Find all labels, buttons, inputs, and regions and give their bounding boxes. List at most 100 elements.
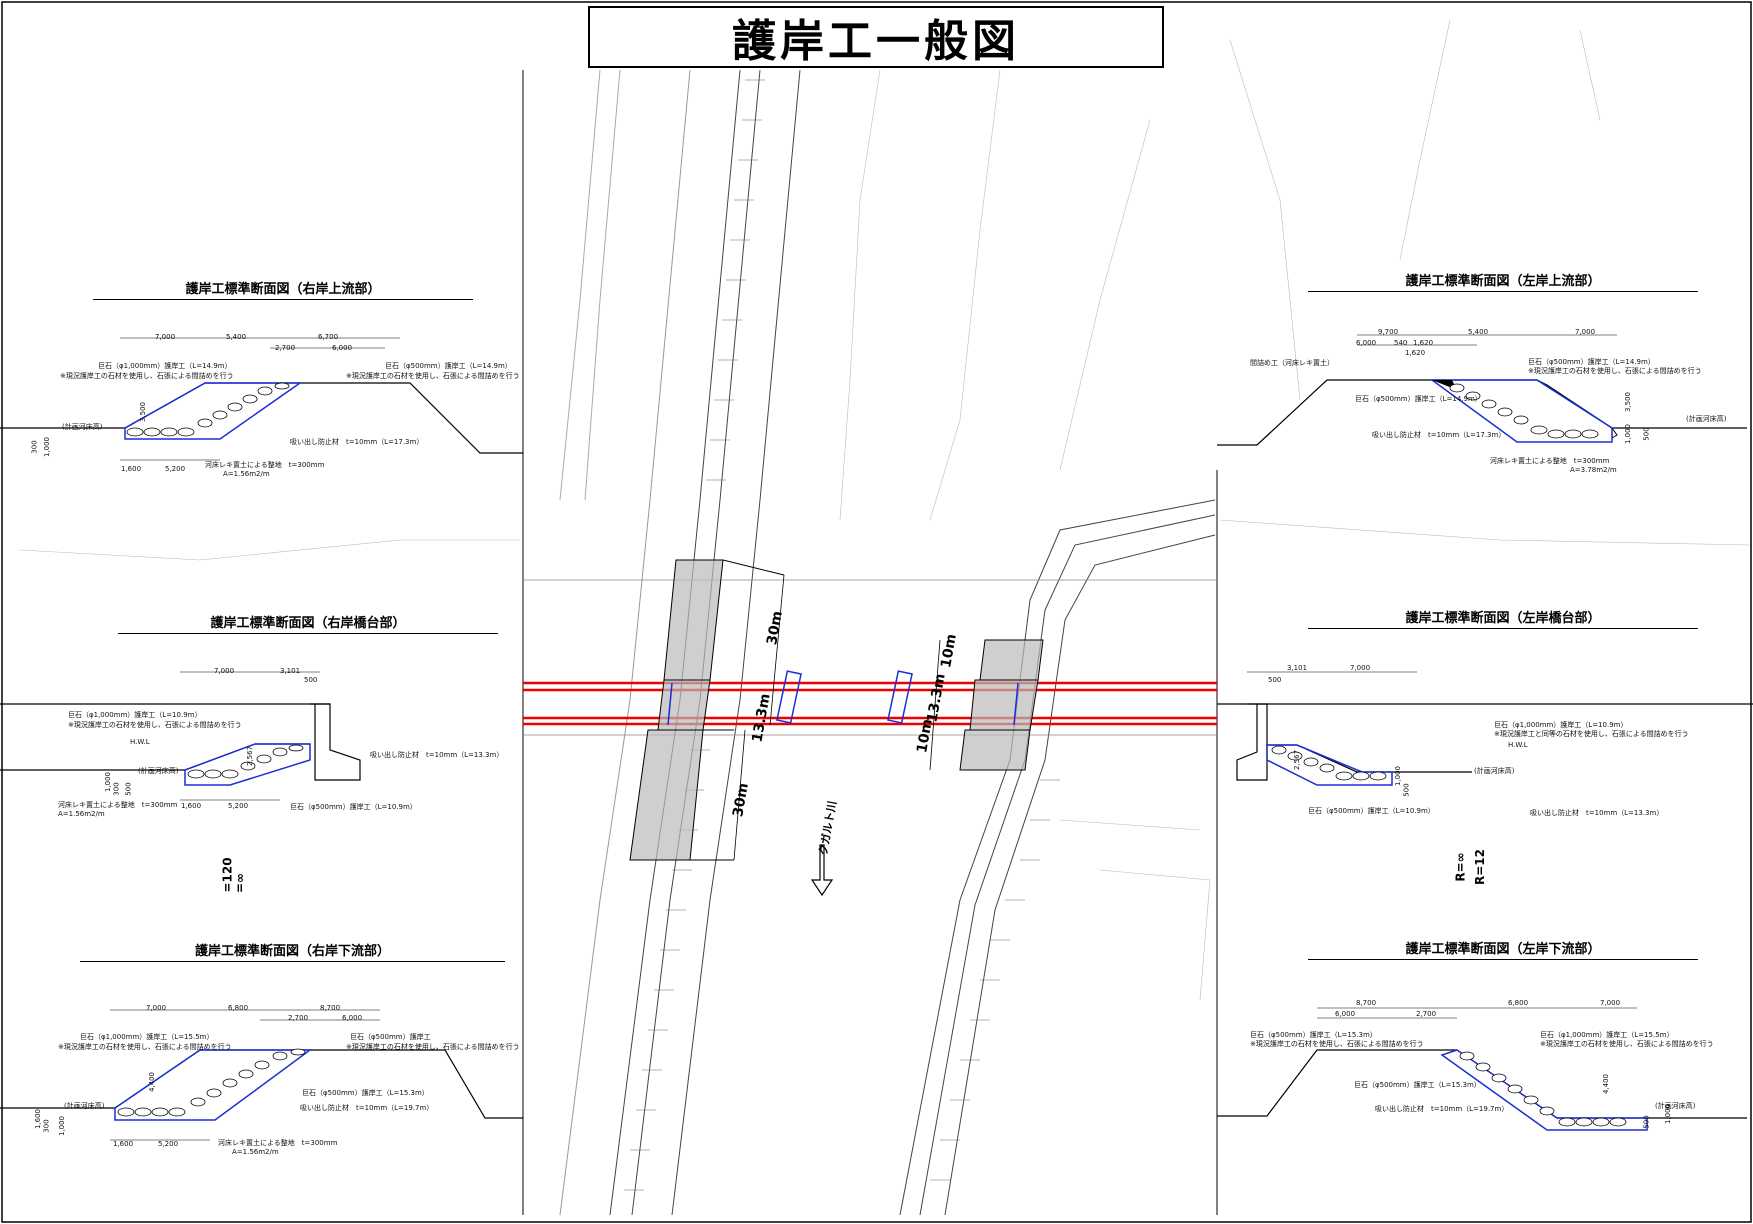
note: 巨石（φ500mm）護岸工	[350, 1033, 431, 1041]
dim: 6,700	[318, 333, 339, 341]
dim: 1,000	[43, 436, 52, 458]
dim: 6,000	[1335, 1010, 1356, 1018]
dim: 500	[124, 782, 133, 796]
dim: 5,200	[158, 1140, 179, 1148]
bridge-road	[523, 579, 1217, 736]
dim: 7,000	[155, 333, 176, 341]
note: H.W.L	[130, 738, 150, 746]
dim: 500	[1402, 783, 1411, 797]
section-right-upstream	[0, 337, 523, 461]
radius-label-2: R=12	[1473, 849, 1487, 885]
note: 吸い出し防止材 t=10mm（L=13.3m）	[370, 751, 504, 759]
dim: 4,400	[148, 1071, 157, 1093]
dim: 500	[1642, 1115, 1651, 1129]
note: 河床レキ置土による整地 t=300mm	[58, 801, 178, 809]
note: 巨石（φ500mm）護岸工（L=15.3m）	[1250, 1031, 1377, 1039]
flow-arrow	[810, 844, 834, 897]
note: 吸い出し防止材 t=10mm（L=19.7m）	[300, 1104, 434, 1112]
dim: 2,700	[288, 1014, 309, 1022]
dim: 1,600	[113, 1140, 134, 1148]
note: 巨石（φ500mm）護岸工（L=10.9m）	[1308, 807, 1435, 815]
dim: 1,620	[1405, 349, 1426, 357]
note: (計画河床高)	[138, 767, 179, 775]
right-bank-hatch	[930, 779, 1060, 1181]
dim: 1,600	[34, 1108, 43, 1130]
dim: 3,500	[1624, 391, 1633, 413]
dim: 2,700	[275, 344, 296, 352]
section-right-abutment	[0, 671, 361, 801]
note: 吸い出し防止材 t=10mm（L=13.3m）	[1530, 809, 1664, 817]
dim: 1,620	[1413, 339, 1434, 347]
dim: 1,600	[121, 465, 142, 473]
dim: 3,101	[280, 667, 301, 675]
dim: 6,800	[1508, 999, 1529, 1007]
section-left-abutment	[1217, 671, 1753, 786]
note: 巨石（φ500mm）護岸工（L=14.9m）	[1528, 358, 1655, 366]
dim: 1,000	[1624, 423, 1633, 445]
dim: 500	[1642, 427, 1651, 441]
note: (計画河床高)	[62, 423, 103, 431]
dim: 7,000	[1600, 999, 1621, 1007]
note: 吸い出し防止材 t=10mm（L=19.7m）	[1375, 1105, 1509, 1113]
terrain-contours	[19, 19, 1751, 1001]
pier-marks	[667, 670, 1019, 726]
note: ※現況護岸工と同等の石材を使用し、石張による間詰めを行う	[1494, 730, 1689, 738]
note: 吸い出し防止材 t=10mm（L=17.3m）	[1372, 431, 1506, 439]
section-left-upstream	[1217, 334, 1747, 446]
note: 巨石（φ500mm）護岸工（L=14.9m）	[385, 362, 512, 370]
side-label-2: =∞	[233, 872, 248, 894]
dim: 500	[304, 676, 318, 684]
note: 間詰め工（河床レキ置土）	[1250, 359, 1334, 367]
dim: 4,400	[1602, 1073, 1611, 1095]
dim: 300	[30, 440, 39, 454]
revetment-left	[629, 559, 785, 861]
note: ※現況護岸工の石材を使用し、石張による間詰めを行う	[1250, 1040, 1424, 1048]
dim: 2,567	[246, 745, 255, 767]
dim: 540	[1394, 339, 1408, 347]
note: 巨石（φ500mm）護岸工（L=10.9m）	[290, 803, 417, 811]
note: 巨石（φ1,000mm）護岸工（L=15.5m）	[1540, 1031, 1674, 1039]
title-box: 護岸工一般図	[588, 6, 1164, 68]
section-title-left-upstream: 護岸工標準断面図（左岸上流部）	[1308, 270, 1698, 292]
dim: 9,700	[1378, 328, 1399, 336]
bridge-red-lines	[523, 681, 1217, 726]
dim: 5,400	[1468, 328, 1489, 336]
note: ※現況護岸工の石材を使用し、石張による間詰めを行う	[60, 372, 234, 380]
note: ※現況護岸工の石材を使用し、石張による間詰めを行う	[346, 372, 520, 380]
note: A=3.78m2/m	[1570, 466, 1617, 474]
note: H.W.L	[1508, 741, 1528, 749]
note: ※現況護岸工の石材を使用し、石張による間詰めを行う	[1528, 367, 1702, 375]
section-title-left-abutment: 護岸工標準断面図（左岸橋台部）	[1308, 607, 1698, 629]
section-title-left-downstream: 護岸工標準断面図（左岸下流部）	[1308, 938, 1698, 960]
section-title-right-abutment: 護岸工標準断面図（右岸橋台部）	[118, 612, 498, 634]
dim: 1,000	[58, 1115, 67, 1137]
section-left-downstream	[1217, 1007, 1747, 1131]
plan-dimension-lines	[733, 574, 941, 861]
dim: 5,200	[228, 802, 249, 810]
note: 巨石（φ500mm）護岸工（L=14.9m）	[1355, 395, 1482, 403]
note: (計画河床高)	[1686, 415, 1727, 423]
dim: 6,800	[228, 1004, 249, 1012]
note: 巨石（φ1,000mm）護岸工（L=10.9m）	[1494, 721, 1628, 729]
note: 吸い出し防止材 t=10mm（L=17.3m）	[290, 438, 424, 446]
dim: 5,200	[165, 465, 186, 473]
note: 河床レキ置土による整地 t=300mm	[218, 1139, 338, 1147]
note: ※現況護岸工の石材を使用し、石張による間詰めを行う	[1540, 1040, 1714, 1048]
note: A=1.56m2/m	[232, 1148, 279, 1156]
section-title-right-upstream: 護岸工標準断面図（右岸上流部）	[93, 278, 473, 300]
dim: 300	[42, 1119, 51, 1133]
right-bank	[899, 499, 1216, 1216]
note: (計画河床高)	[1655, 1102, 1696, 1110]
revetment-right	[959, 639, 1044, 771]
note: A=1.56m2/m	[58, 810, 105, 818]
dim: 7,000	[1575, 328, 1596, 336]
dim: 7,000	[146, 1004, 167, 1012]
section-title-right-downstream: 護岸工標準断面図（右岸下流部）	[80, 940, 505, 962]
dim: 2,567	[1293, 749, 1302, 771]
dim: 5,400	[226, 333, 247, 341]
dim: 6,000	[332, 344, 353, 352]
dim: 500	[1268, 676, 1282, 684]
dim: 3,101	[1287, 664, 1308, 672]
